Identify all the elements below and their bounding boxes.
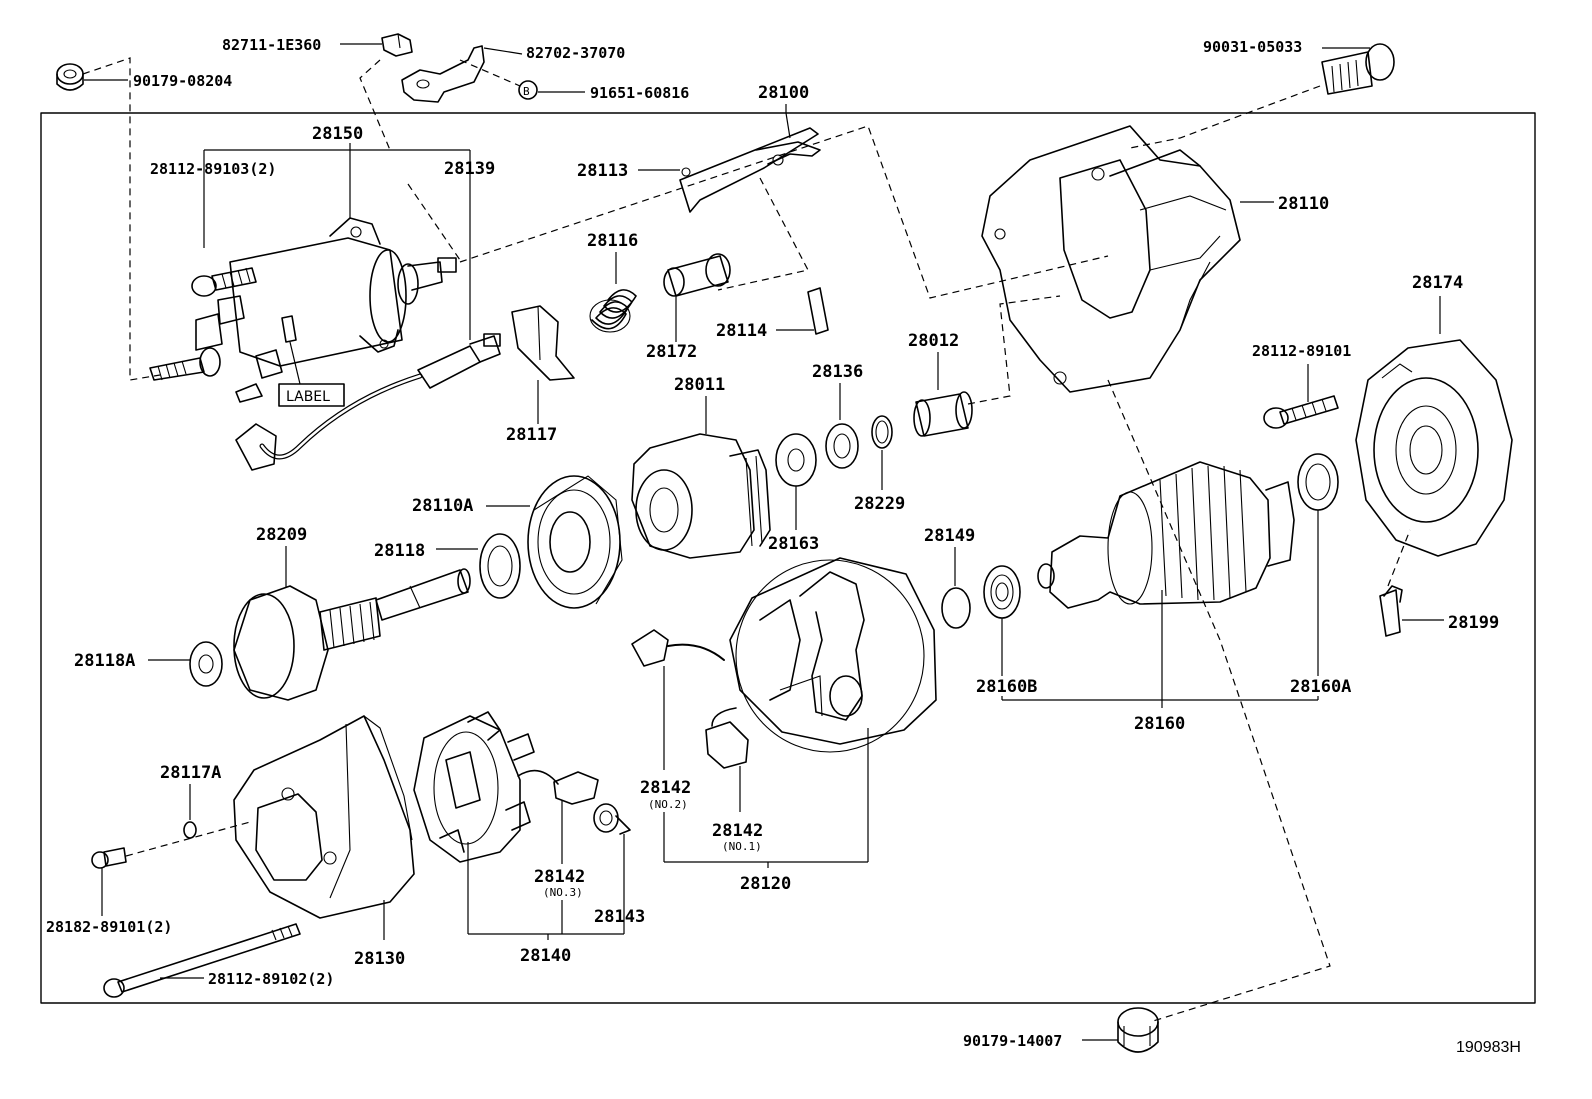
- spring-28116[interactable]: [589, 289, 637, 333]
- label-28012: 28012: [908, 331, 959, 351]
- label-28199: 28199: [1448, 613, 1499, 633]
- label-28117: 28117: [506, 425, 557, 445]
- washer-28118[interactable]: [479, 533, 521, 599]
- ring-28136[interactable]: [825, 423, 859, 469]
- end-frame-28130[interactable]: [233, 715, 415, 919]
- label-28142-no3: 28142: [534, 867, 585, 887]
- brush-28142-no1[interactable]: [705, 707, 749, 769]
- terminal-82711[interactable]: [381, 33, 413, 57]
- snap-ring-28229[interactable]: [871, 415, 893, 449]
- label-82711-1E360: 82711-1E360: [222, 36, 321, 54]
- label-28172: 28172: [646, 342, 697, 362]
- plug-28199[interactable]: [1379, 585, 1403, 637]
- label-28142-no1: 28142: [712, 821, 763, 841]
- clutch-28011[interactable]: [631, 433, 771, 559]
- label-28150: 28150: [312, 124, 363, 144]
- label-28118A: 28118A: [74, 651, 135, 671]
- label-28114: 28114: [716, 321, 767, 341]
- label-82702-37070: 82702-37070: [526, 44, 625, 62]
- label-28120: 28120: [740, 874, 791, 894]
- label-no3: (NO.3): [543, 886, 583, 899]
- assembly-frame: [40, 112, 1536, 1004]
- screw-28182-89101[interactable]: [91, 847, 127, 869]
- label-tag-text: LABEL: [286, 389, 330, 405]
- label-no1: (NO.1): [722, 840, 762, 853]
- label-28011: 28011: [674, 375, 725, 395]
- label-28110: 28110: [1278, 194, 1329, 214]
- label-28160B: 28160B: [976, 677, 1037, 697]
- label-28143: 28143: [594, 907, 645, 927]
- label-28149: 28149: [924, 526, 975, 546]
- washer-28118A[interactable]: [189, 641, 223, 687]
- gear-28110A[interactable]: [527, 475, 623, 609]
- bolt-28112-89101[interactable]: [1263, 395, 1339, 429]
- label-28113: 28113: [577, 161, 628, 181]
- label-90179-14007: 90179-14007: [963, 1032, 1062, 1050]
- label-28118: 28118: [374, 541, 425, 561]
- label-28174: 28174: [1412, 273, 1463, 293]
- label-28140: 28140: [520, 946, 571, 966]
- yoke-28120[interactable]: [729, 557, 937, 753]
- label-90179-08204: 90179-08204: [133, 72, 232, 90]
- bolt-90031-05033[interactable]: [1321, 43, 1395, 95]
- shaft-28209[interactable]: [233, 568, 471, 701]
- drive-lever-28113[interactable]: [679, 127, 821, 213]
- label-90031-05033: 90031-05033: [1203, 38, 1302, 56]
- through-bolt-28112-89102[interactable]: [103, 923, 301, 998]
- bolt-28112-89103[interactable]: [191, 267, 257, 297]
- label-28112-89102: 28112-89102(2): [208, 970, 334, 988]
- label-91651-60816: 91651-60816: [590, 84, 689, 102]
- pin-28114[interactable]: [807, 287, 829, 335]
- magnetic-switch-28150[interactable]: [149, 217, 457, 403]
- label-28163: 28163: [768, 534, 819, 554]
- nut-90179-08204[interactable]: [56, 63, 84, 91]
- label-28142-no2: 28142: [640, 778, 691, 798]
- brush-holder-28140[interactable]: [413, 711, 535, 863]
- label-28160A: 28160A: [1290, 677, 1351, 697]
- spring-28143[interactable]: [593, 803, 631, 835]
- reference-code: 190983H: [1456, 1039, 1521, 1056]
- housing-28110[interactable]: [981, 125, 1241, 393]
- label-28100: 28100: [758, 83, 809, 103]
- label-no2: (NO.2): [648, 798, 688, 811]
- label-28160: 28160: [1134, 714, 1185, 734]
- label-tag-box: [278, 383, 345, 407]
- label-28112-89103: 28112-89103(2): [150, 160, 276, 178]
- washer-28163[interactable]: [775, 433, 817, 487]
- bushing-28012[interactable]: [913, 391, 973, 437]
- bearing-28160B[interactable]: [983, 565, 1021, 619]
- boot-28117[interactable]: [511, 305, 575, 381]
- label-28116: 28116: [587, 231, 638, 251]
- callout-b: [518, 80, 538, 100]
- label-28112-89101: 28112-89101: [1252, 342, 1351, 360]
- lead-wire-28139[interactable]: [235, 333, 501, 471]
- label-28130: 28130: [354, 949, 405, 969]
- armature-28160[interactable]: [1037, 461, 1295, 609]
- bracket-82702[interactable]: [401, 45, 485, 103]
- end-frame-28174[interactable]: [1355, 339, 1513, 557]
- label-28136: 28136: [812, 362, 863, 382]
- label-28182-89101: 28182-89101(2): [46, 918, 172, 936]
- label-28229: 28229: [854, 494, 905, 514]
- ball-28149[interactable]: [941, 587, 971, 629]
- plunger-28172[interactable]: [663, 253, 731, 297]
- label-28117A: 28117A: [160, 763, 221, 783]
- nut-90179-14007[interactable]: [1117, 1007, 1159, 1053]
- bearing-28160A[interactable]: [1297, 453, 1339, 511]
- brush-28142-no2[interactable]: [631, 629, 725, 667]
- o-ring-28117A[interactable]: [183, 821, 197, 839]
- svg-text:B: B: [523, 85, 530, 98]
- brush-28142-no3[interactable]: [517, 769, 599, 805]
- label-28110A: 28110A: [412, 496, 473, 516]
- label-28209: 28209: [256, 525, 307, 545]
